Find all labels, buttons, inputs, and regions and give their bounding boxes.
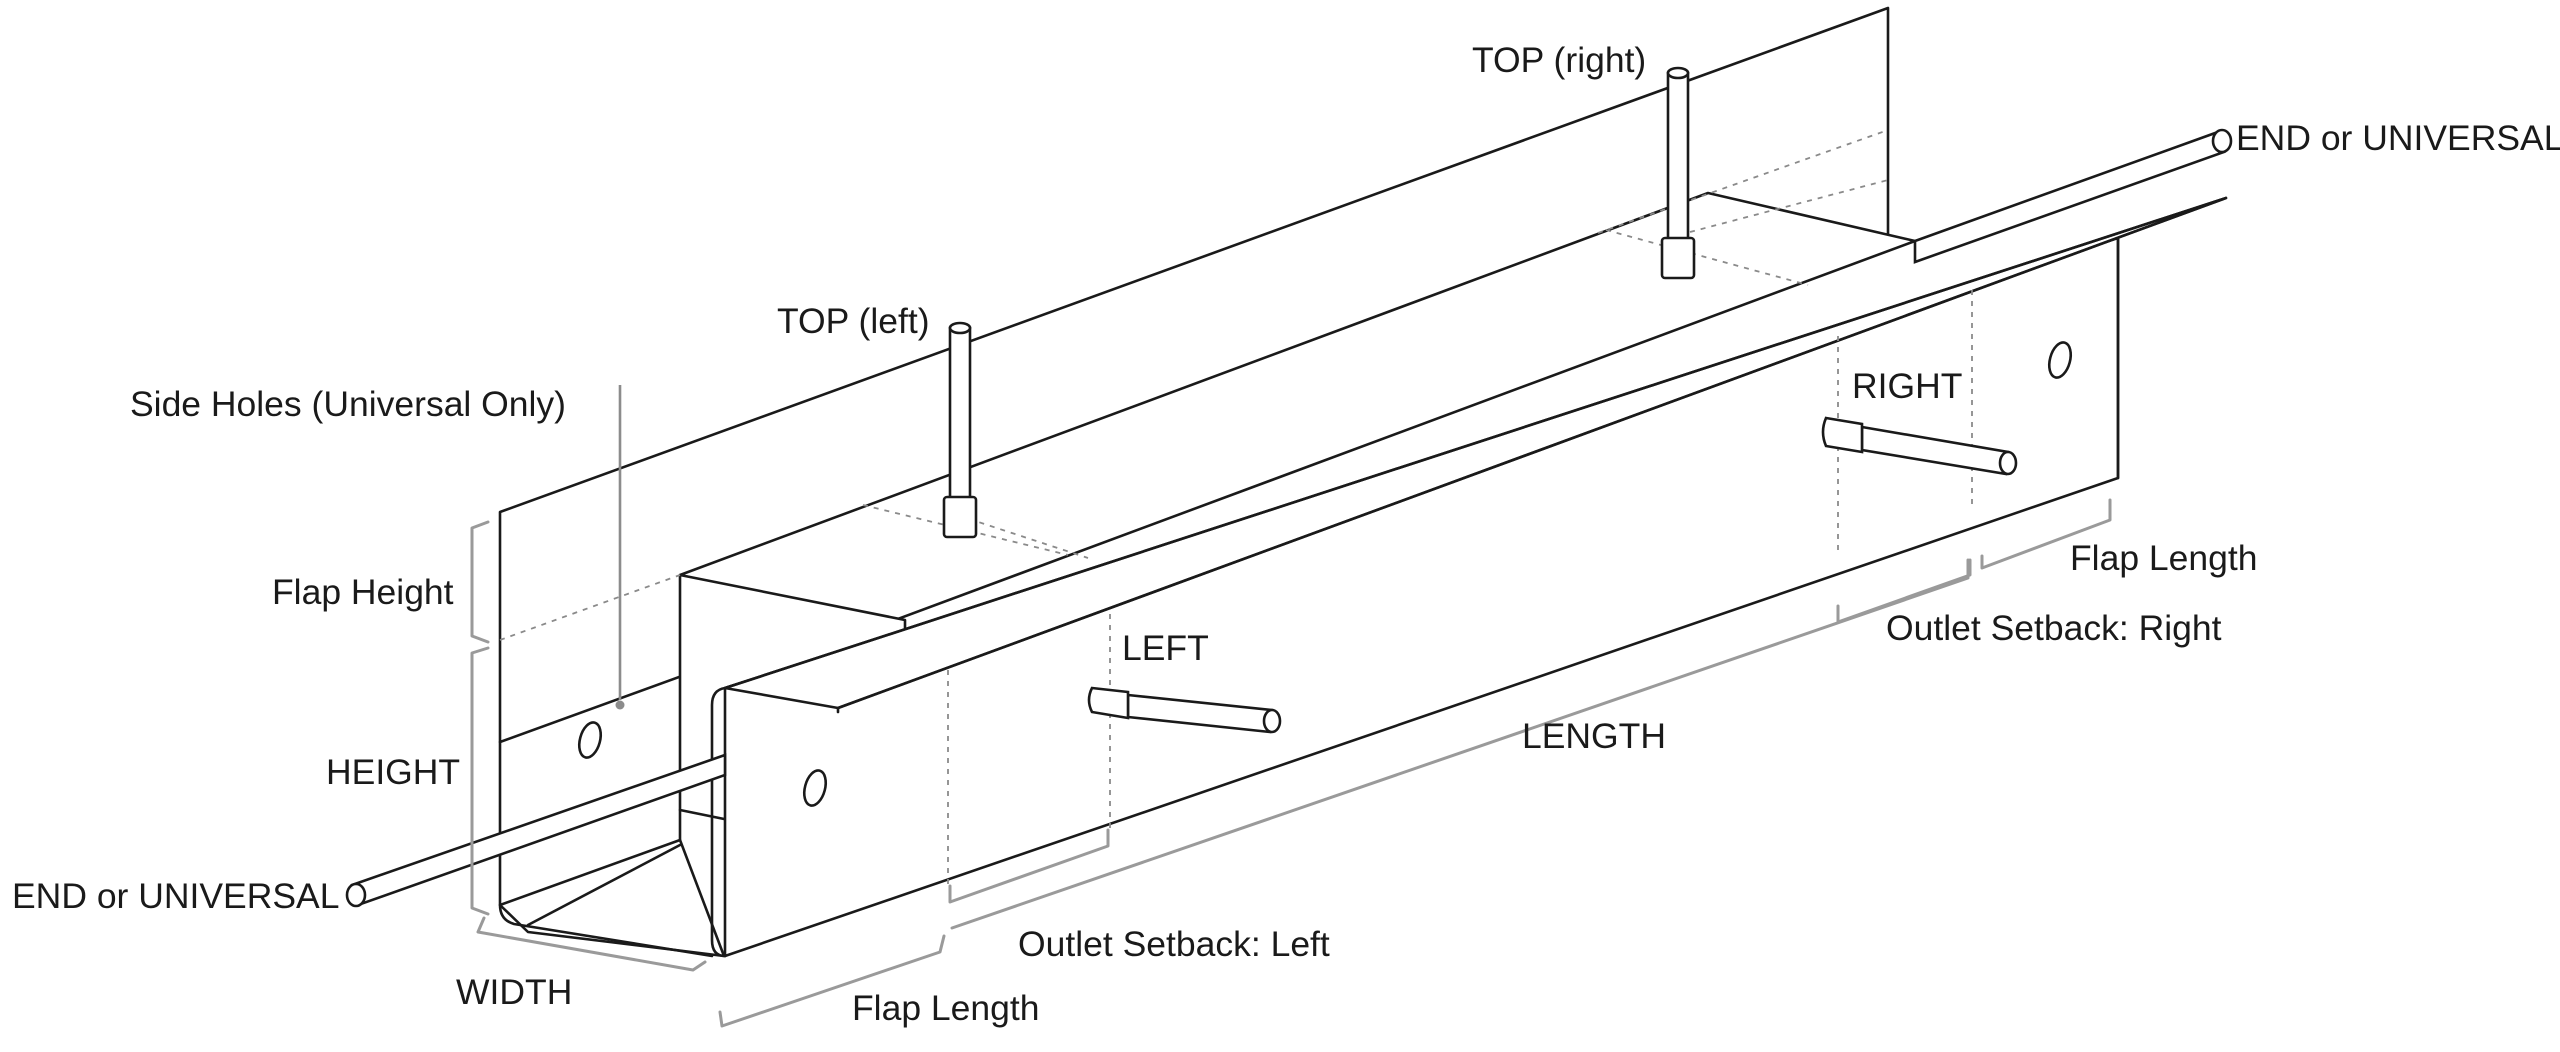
outlet-setback-right-bracket	[1836, 558, 1972, 624]
label-flap-length-left: Flap Length	[852, 988, 1040, 1028]
top-left-coupling	[942, 495, 978, 539]
end-pipe-right	[1913, 130, 2226, 264]
top-right-pipe	[1666, 71, 1690, 243]
end-pipe-right-cap	[2211, 128, 2233, 154]
flap-height-bracket	[470, 520, 490, 644]
top-left-pipe	[948, 326, 972, 500]
flap-length-left-bracket	[718, 934, 946, 1028]
label-side-holes: Side Holes (Universal Only)	[130, 384, 566, 424]
left-outlet-coupling	[1087, 686, 1130, 720]
label-right: RIGHT	[1852, 366, 1962, 406]
length-bracket	[950, 558, 1970, 930]
width-bracket	[476, 916, 707, 972]
end-pipe-left-cap	[345, 882, 367, 908]
label-top-left: TOP (left)	[777, 301, 930, 341]
hidden-line-top-left-a	[862, 504, 1069, 556]
label-end-universal-right: END or UNIVERSAL	[2236, 118, 2560, 158]
right-outlet-coupling	[1821, 416, 1864, 454]
label-left: LEFT	[1122, 628, 1209, 668]
side-holes-leader-dot	[615, 700, 625, 710]
outlet-setback-left-bracket	[948, 828, 1110, 904]
hidden-line-back-flap	[1597, 129, 1889, 234]
label-height: HEIGHT	[326, 752, 460, 792]
side-hole-front-end	[802, 769, 828, 807]
label-length: LENGTH	[1522, 716, 1666, 756]
side-hole-back-flap	[577, 721, 603, 759]
top-right-coupling	[1660, 236, 1696, 280]
hidden-line-top-right-a	[1605, 229, 1809, 286]
flap-length-right-bracket	[1980, 498, 2112, 570]
label-top-right: TOP (right)	[1472, 40, 1646, 80]
label-width: WIDTH	[456, 972, 572, 1012]
label-outlet-setback-right: Outlet Setback: Right	[1886, 608, 2222, 648]
label-outlet-setback-left: Outlet Setback: Left	[1018, 924, 1330, 964]
label-end-universal-left: END or UNIVERSAL	[12, 876, 339, 916]
label-flap-height: Flap Height	[272, 572, 454, 612]
hidden-line-top-right-b	[1689, 179, 1889, 233]
height-bracket	[470, 646, 490, 916]
side-hole-front-right	[2047, 341, 2073, 379]
label-flap-length-right: Flap Length	[2070, 538, 2258, 578]
